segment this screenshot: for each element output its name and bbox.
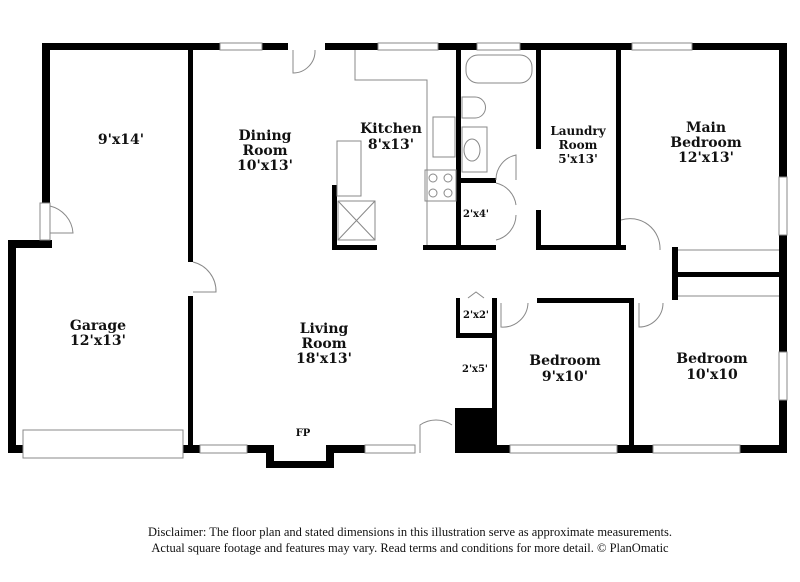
living-name1: Living xyxy=(300,321,349,337)
laundry-name1: Laundry xyxy=(550,124,606,138)
main-bedroom-name1: Main xyxy=(686,120,726,136)
windows xyxy=(22,42,788,459)
closet-a-dims: 2'x4' xyxy=(463,209,489,220)
room-labels: 9'x14' Dining Room 10'x13' Kitchen 8'x13… xyxy=(70,120,748,439)
living-dims: 18'x13' xyxy=(296,351,352,367)
main-bedroom-dims: 12'x13' xyxy=(678,150,734,166)
bedroom2-name: Bedroom xyxy=(529,353,601,369)
living-name2: Room xyxy=(301,336,346,352)
main-bedroom-name2: Bedroom xyxy=(670,135,742,151)
dining-dims: 10'x13' xyxy=(237,158,293,174)
doors-fixtures xyxy=(39,49,779,453)
bedroom3-name: Bedroom xyxy=(676,351,748,367)
bedroom2-dims: 9'x10' xyxy=(542,369,588,385)
laundry-dims: 5'x13' xyxy=(558,152,598,166)
dining-name1: Dining xyxy=(239,128,292,144)
kitchen-name: Kitchen xyxy=(360,121,422,137)
garage-dims: 12'x13' xyxy=(70,333,126,349)
garage-door xyxy=(22,429,184,459)
dining-name2: Room xyxy=(242,143,287,159)
fireplace-label: FP xyxy=(296,428,311,439)
closet-b-dims: 2'x2' xyxy=(463,310,489,321)
disclaimer-line-2: Actual square footage and features may v… xyxy=(151,541,669,555)
bedroom3-dims: 10'x10 xyxy=(686,367,738,383)
garage-upper-dims: 9'x14' xyxy=(98,132,144,148)
disclaimer-line-1: Disclaimer: The floor plan and stated di… xyxy=(148,525,672,539)
kitchen-dims: 8'x13' xyxy=(368,137,414,153)
garage-name: Garage xyxy=(70,318,126,334)
closet-c-dims: 2'x5' xyxy=(462,364,488,375)
walls xyxy=(8,43,787,468)
laundry-name2: Room xyxy=(559,138,598,152)
